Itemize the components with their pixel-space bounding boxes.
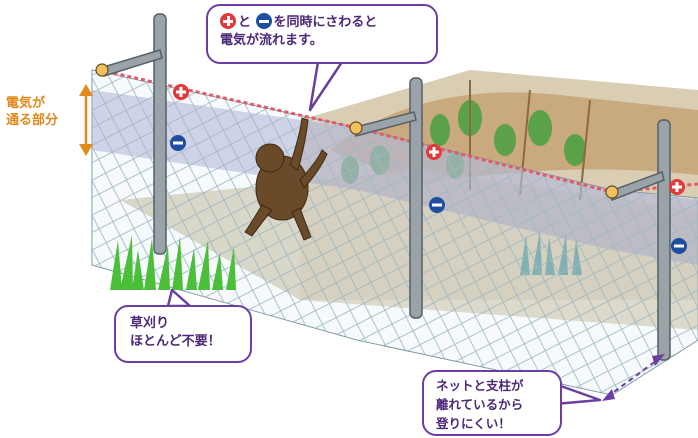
callout-gap-line1: ネットと支柱が xyxy=(436,378,524,393)
callout-touch-both: と を同時にさわると 電気が流れます。 xyxy=(206,4,438,64)
gap-arrow xyxy=(602,354,665,401)
electric-wire xyxy=(99,68,698,194)
callout-gap-line2: 離れているから xyxy=(436,397,524,412)
current-band-label: 電気が 通る部分 xyxy=(6,95,74,129)
callout-top-tail xyxy=(308,60,344,112)
callout-gap-line3: 登りにくい！ xyxy=(436,416,511,431)
callout-touch-text: を同時にさわると xyxy=(273,15,378,30)
callout-grass-tail xyxy=(166,288,192,308)
plus-symbol-icon xyxy=(220,13,236,29)
callout-grass-line2: ほとんど不要！ xyxy=(130,334,221,349)
callout-grass-line1: 草刈り xyxy=(130,316,170,331)
minus-markers xyxy=(170,135,687,254)
callout-grass: 草刈り ほとんど不要！ xyxy=(114,305,252,363)
connector-text: と xyxy=(238,15,252,30)
grass-tuft xyxy=(110,235,236,290)
current-label-line2: 通る部分 xyxy=(6,113,59,128)
current-label-line1: 電気が xyxy=(6,96,46,111)
insulators xyxy=(95,63,619,199)
fence-poles xyxy=(98,13,671,361)
current-band-arrow xyxy=(79,84,93,156)
callout-touch-line2: 電気が流れます。 xyxy=(220,33,323,48)
monkey xyxy=(244,117,328,241)
minus-symbol-icon xyxy=(255,13,272,29)
callout-touch-line1: と を同時にさわると xyxy=(220,13,424,32)
plus-markers xyxy=(173,84,685,195)
callout-gap: ネットと支柱が 離れているから 登りにくい！ xyxy=(422,370,562,436)
